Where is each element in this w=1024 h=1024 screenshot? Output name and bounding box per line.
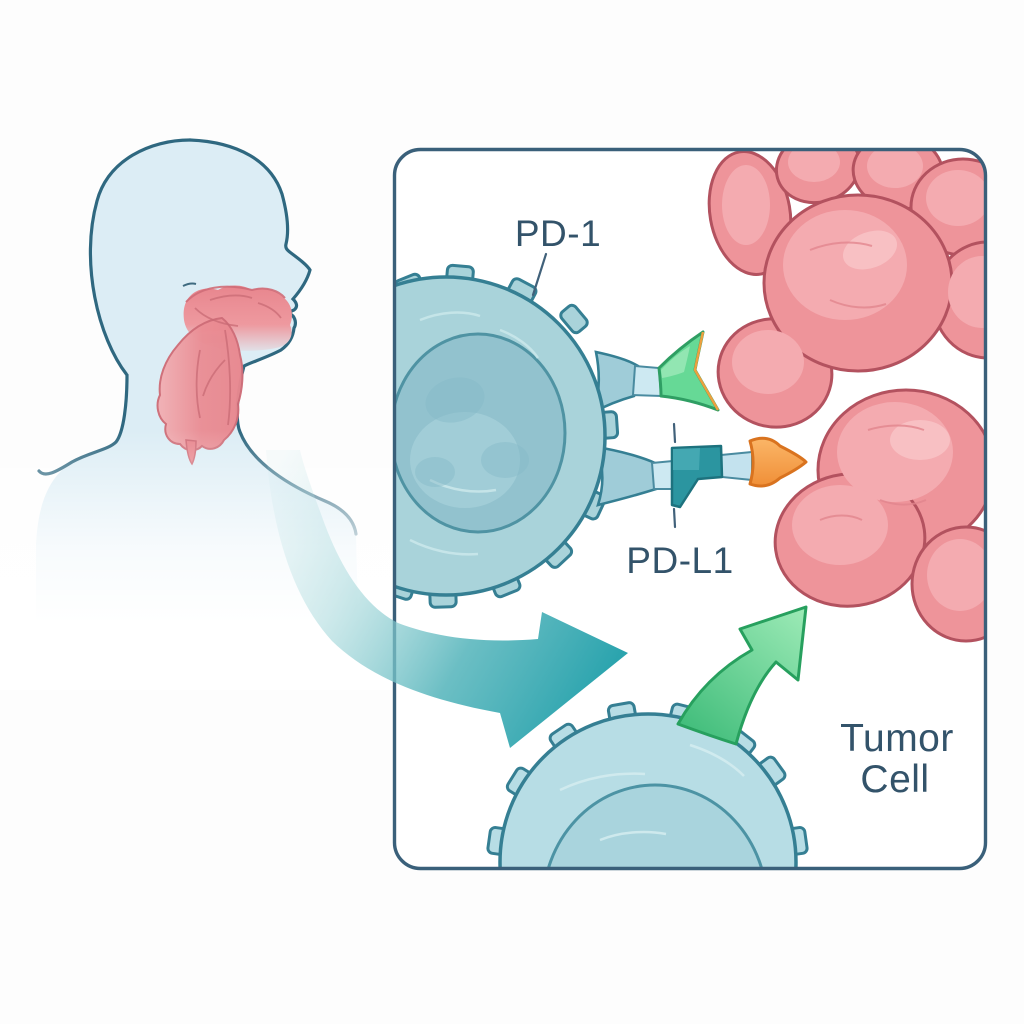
- tumor-cell-label-line1: Tumor: [840, 717, 954, 760]
- pdl1-label: PD-L1: [626, 540, 733, 581]
- pd1-leader-line: [531, 252, 548, 297]
- zoom-arrow: [266, 450, 628, 748]
- pdl1-stalk-band: [650, 459, 674, 490]
- inset-panel: PD-1 PD-L1 Tumor Cell: [392, 147, 988, 871]
- texture-lines: [559, 743, 745, 842]
- texture-lines: [809, 241, 927, 521]
- pd1-receptor-accent: [693, 331, 720, 411]
- activation-arrow-icon: [676, 605, 808, 746]
- tumor-jaw-lobe-edge: [185, 285, 286, 303]
- t-cell-secondary: [486, 701, 809, 869]
- t-cell: [394, 263, 658, 609]
- pd1-receptor-stalk: [591, 350, 640, 415]
- pdl1-shaft: [719, 450, 753, 482]
- pd1-receptor-highlight: [661, 346, 690, 378]
- pdl1-receptor-stalk: [593, 445, 658, 507]
- jawline-hint: [182, 282, 197, 287]
- tumor-cell-label-line2: Cell: [860, 758, 929, 801]
- panel-border: [392, 147, 988, 871]
- texture-lines: [409, 311, 540, 556]
- leader-lines: [531, 252, 677, 529]
- tumor-lump-highlights: [722, 149, 986, 611]
- pdl1-flag-highlight: [673, 448, 700, 470]
- pdl1-leader-dash-top: [672, 422, 677, 444]
- pdl1-arrow-icon: [748, 436, 808, 488]
- texture-lines: [194, 294, 282, 426]
- pdl1-leader-dash-bottom: [672, 507, 677, 529]
- texture-lines: [415, 377, 529, 487]
- pd1-stalk-band: [631, 364, 663, 398]
- pd1-pdl1-binding: [631, 330, 808, 509]
- pd1-label: PD-1: [515, 213, 601, 254]
- cell-nucleus: [541, 783, 769, 869]
